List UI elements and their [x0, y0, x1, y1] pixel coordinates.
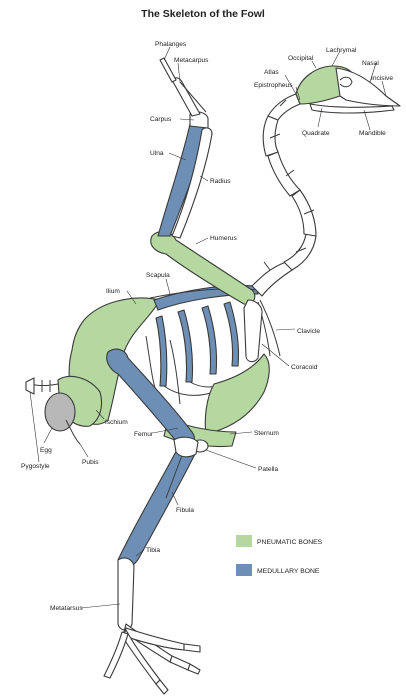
coracoid-bone [244, 300, 262, 362]
legend-label-pneumatic: PNEUMATIC BONES [257, 539, 323, 546]
label-metatarsus: Metatarsus [50, 605, 83, 612]
label-quadrate: Quadrate [302, 130, 330, 137]
label-patella: Patella [258, 466, 278, 473]
label-sternum: Sternum [254, 430, 279, 437]
label-ulna: Ulna [150, 150, 164, 157]
label-atlas: Atlas [264, 69, 279, 76]
label-tibia: Tibia [146, 547, 160, 554]
label-nasal: Nasal [362, 60, 379, 67]
label-carpus: Carpus [150, 116, 172, 123]
label-pygostyle: Pygostyle [21, 463, 50, 470]
label-radius: Radius [210, 178, 231, 185]
legend: PNEUMATIC BONES MEDULLARY BONE [236, 535, 323, 576]
label-clavicle: Clavicle [297, 328, 320, 335]
label-occipital: Occipital [288, 55, 314, 62]
label-phalanges: Phalanges [155, 41, 187, 48]
legend-swatch-pneumatic [236, 535, 252, 547]
neck-vertebrae [252, 94, 316, 296]
label-femur: Femur [134, 431, 154, 438]
label-epistropheus: Epistropheus [254, 82, 293, 89]
label-pubis: Pubis [82, 459, 99, 466]
label-metacarpus: Metacarpus [174, 57, 209, 64]
label-lachrymal: Lachrymal [326, 47, 357, 54]
diagram-title: The Skeleton of the Fowl [141, 8, 265, 20]
metacarpus-bone [172, 78, 200, 116]
tibia-head [174, 437, 198, 457]
legend-label-medullary: MEDULLARY BONE [257, 568, 320, 575]
label-mandible: Mandible [359, 130, 386, 137]
metatarsus-bone [118, 558, 134, 630]
label-ischium: Ischium [105, 419, 128, 426]
label-egg: Egg [40, 447, 52, 454]
pygostyle-bone [26, 378, 34, 394]
label-fibula: Fibula [176, 507, 194, 514]
label-ilium: Ilium [106, 288, 120, 295]
label-scapula: Scapula [146, 272, 170, 279]
label-coracoid: Coracoid [291, 364, 318, 371]
egg-shape [45, 393, 75, 431]
toes [104, 624, 200, 694]
legend-swatch-medullary [236, 564, 252, 576]
skeleton-drawing [26, 58, 400, 694]
label-incisive: Incisive [371, 75, 393, 82]
label-humerus: Humerus [210, 235, 237, 242]
